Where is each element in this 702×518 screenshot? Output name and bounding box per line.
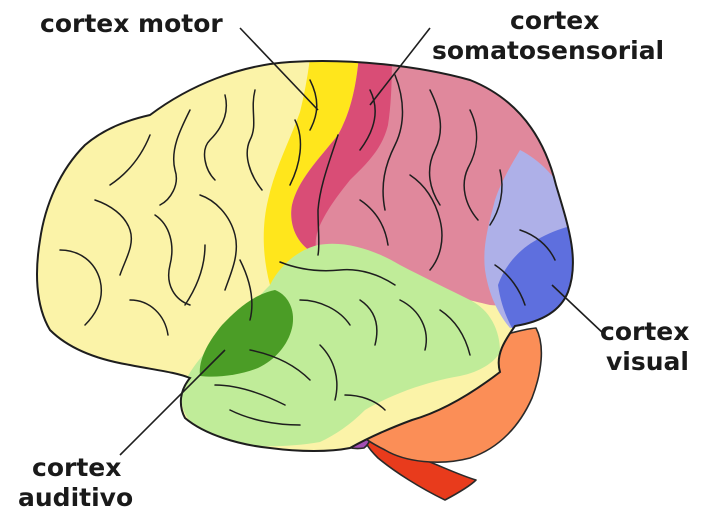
label-cortex-auditivo-line2: auditivo xyxy=(18,483,133,512)
label-cortex-motor: cortex motor xyxy=(40,9,223,38)
visual-leader-line xyxy=(552,285,605,335)
label-cortex-visual-line1: cortex xyxy=(600,317,689,346)
label-cortex-auditivo-line1: cortex xyxy=(32,453,121,482)
label-cortex-visual-line2: visual xyxy=(606,347,689,376)
label-cortex-somato-line1: cortex xyxy=(510,6,599,35)
label-cortex-somato-line2: somatosensorial xyxy=(432,36,664,65)
